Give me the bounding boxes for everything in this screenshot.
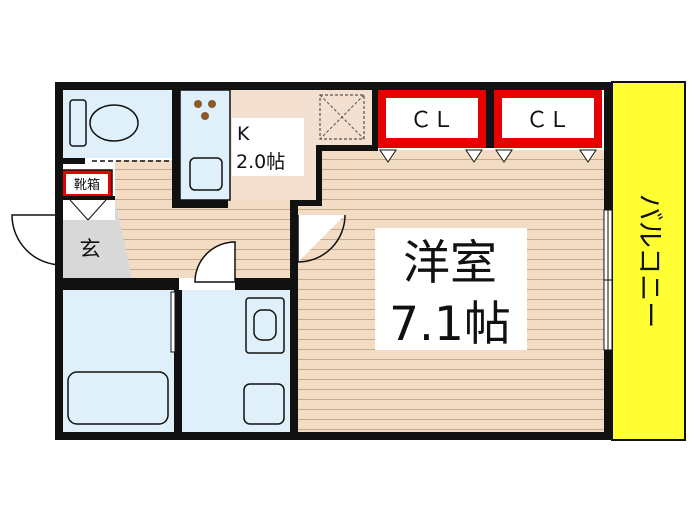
bath-room <box>62 290 177 432</box>
western-door-swing <box>298 215 345 262</box>
entrance-door-swing <box>11 214 63 266</box>
western-room-size: 7.1帖 <box>389 297 511 352</box>
stove-burner-icon <box>208 100 216 108</box>
sink-icon <box>189 157 223 191</box>
closet-1-label: ＣＬ <box>410 108 454 133</box>
toilet-tank-icon <box>69 99 87 147</box>
washroom-door-swing <box>194 241 236 283</box>
entrance-label: 玄 <box>80 237 101 261</box>
closet-1: ＣＬ <box>378 90 486 163</box>
washroom <box>182 290 290 432</box>
balcony-label: バルコニー <box>634 194 665 328</box>
closet-door-marker <box>379 149 397 163</box>
storage-hatch <box>319 94 365 140</box>
bathtub-icon <box>67 371 169 425</box>
stove-burner-icon <box>201 112 209 120</box>
shoe-cabinet-label: 靴箱 <box>74 177 100 193</box>
bath-sliding-door <box>170 291 176 353</box>
closet-door-marker <box>465 149 483 163</box>
toilet-room <box>62 90 172 162</box>
kitchen-size: 2.0帖 <box>236 151 285 173</box>
washing-machine-icon <box>243 383 285 425</box>
kitchen-label: K <box>237 123 250 145</box>
closet-2-label: ＣＬ <box>526 108 570 133</box>
toilet-bowl-icon <box>89 104 139 142</box>
closet-2: ＣＬ <box>494 90 602 163</box>
balcony-window <box>603 209 613 351</box>
closet-door-marker <box>495 149 513 163</box>
balcony: バルコニー <box>611 81 686 441</box>
stove-burner-icon <box>194 100 202 108</box>
entrance: 玄 <box>62 199 132 278</box>
closet-door-marker <box>579 149 597 163</box>
kitchen-counter <box>179 89 231 201</box>
western-room-label: 洋室 <box>403 236 497 291</box>
